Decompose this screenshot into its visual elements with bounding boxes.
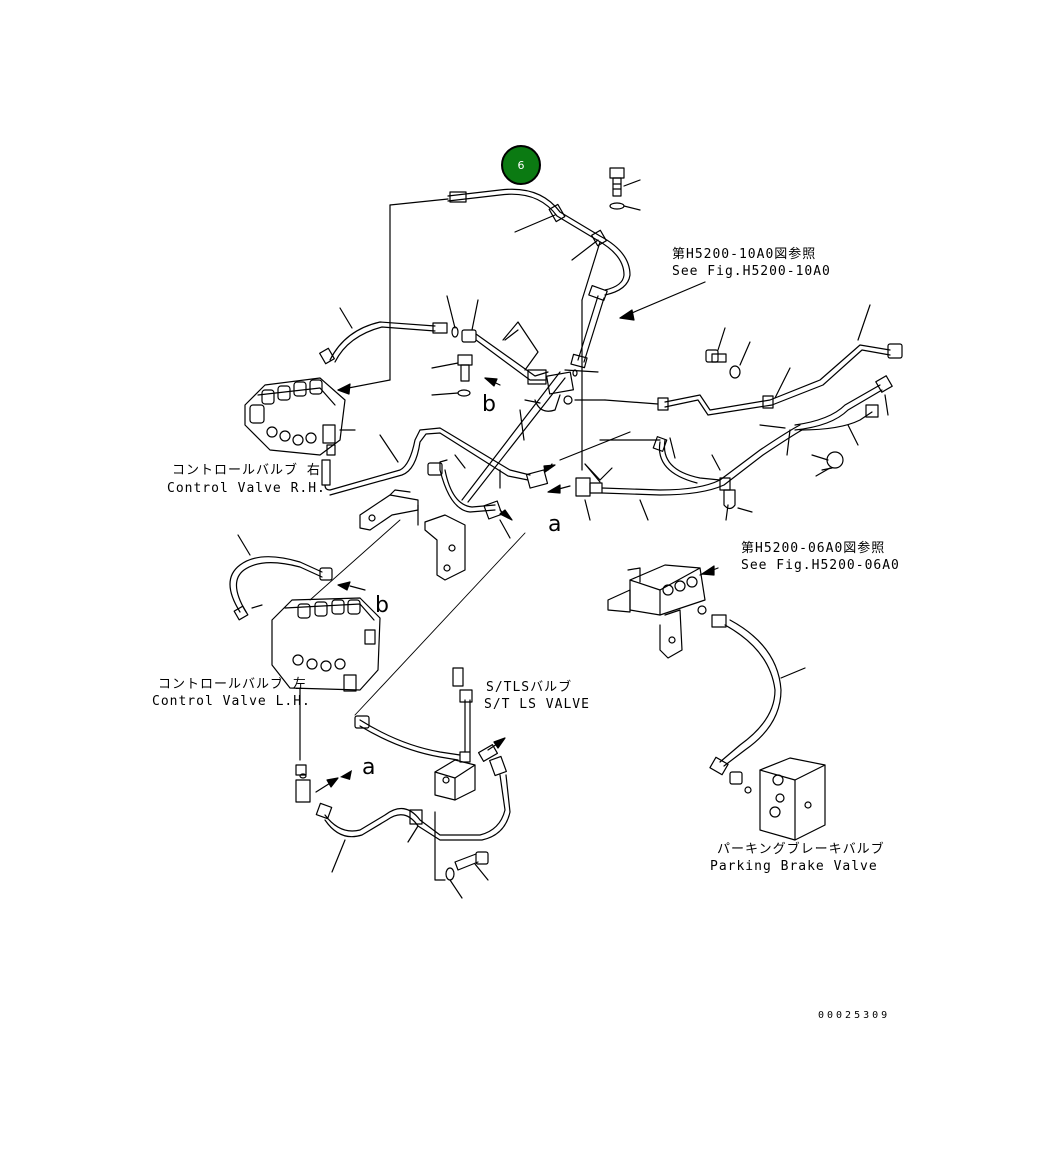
hose-far-right bbox=[759, 375, 893, 456]
tee-fitting-right bbox=[547, 431, 631, 521]
hose-part-6 bbox=[337, 188, 631, 395]
bolt-mid-left bbox=[431, 354, 473, 397]
control-valve-rh bbox=[244, 377, 356, 456]
st-ls-valve-label-jp: S/TLSバルブ bbox=[486, 680, 573, 695]
see-fig-h5200-10a0-en: See Fig.H5200-10A0 bbox=[672, 264, 831, 279]
control-valve-rh-label-jp: コントロールバルブ 右 bbox=[172, 463, 321, 478]
st-ls-valve-label-en: S/T LS VALVE bbox=[484, 697, 590, 712]
connection-mark-a-right: a bbox=[548, 512, 562, 537]
drawing-number: 00025309 bbox=[818, 1010, 891, 1021]
clamp-right bbox=[723, 489, 753, 521]
valve-block-h5200-06 bbox=[607, 564, 727, 659]
hose-cv-rh-upper bbox=[319, 295, 459, 365]
parking-brake-valve bbox=[729, 757, 826, 841]
hose-right-long bbox=[601, 424, 803, 521]
part-number-marker[interactable]: 6 bbox=[501, 145, 541, 185]
see-fig-h5200-06a0-en: See Fig.H5200-06A0 bbox=[741, 558, 900, 573]
parking-brake-valve-label-jp: パーキングブレーキバルブ bbox=[717, 842, 885, 857]
bracket-right bbox=[424, 514, 466, 581]
fitting-lower-left bbox=[295, 764, 339, 803]
bolt-top bbox=[609, 167, 641, 211]
bolt-far-right bbox=[811, 451, 844, 477]
connection-mark-a-lower: a bbox=[362, 755, 376, 780]
hose-right-upper bbox=[599, 304, 903, 441]
connection-mark-b-upper: b bbox=[482, 392, 496, 417]
connection-mark-b-lower: b bbox=[375, 593, 389, 618]
hose-mid-diagonal bbox=[427, 371, 566, 539]
control-valve-lh-label-jp: コントロールバルブ 左 bbox=[158, 677, 307, 692]
hose-cv-lh-upper bbox=[229, 534, 366, 621]
see-fig-h5200-06a0-jp: 第H5200-06A0図参照 bbox=[741, 541, 886, 556]
bracket-left bbox=[359, 489, 419, 531]
hose-parking-brake bbox=[709, 619, 806, 776]
hose-short-vertical bbox=[570, 295, 605, 471]
control-valve-lh bbox=[271, 597, 381, 761]
see-fig-h5200-10a0-jp: 第H5200-10A0図参照 bbox=[672, 247, 817, 262]
bolt-lower bbox=[445, 851, 489, 899]
part-number-label: 6 bbox=[517, 158, 525, 172]
tube-cv-rh-lower bbox=[321, 427, 556, 496]
hose-lower bbox=[315, 755, 511, 881]
st-ls-valve bbox=[354, 667, 506, 801]
parking-brake-valve-label-en: Parking Brake Valve bbox=[710, 859, 878, 874]
control-valve-lh-label-en: Control Valve L.H. bbox=[152, 694, 311, 709]
control-valve-rh-label-en: Control Valve R.H. bbox=[167, 481, 326, 496]
bolt-mid-right bbox=[705, 327, 751, 379]
